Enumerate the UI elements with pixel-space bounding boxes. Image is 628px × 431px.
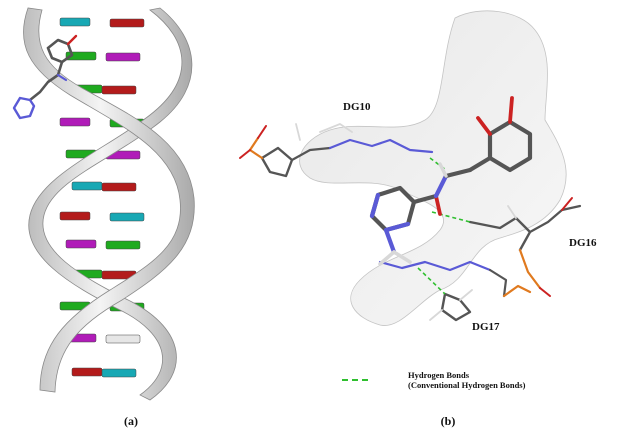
panel-b-caption: (b)	[441, 414, 456, 428]
base-right	[109, 212, 145, 222]
nucleotide-bond	[290, 146, 332, 162]
base-left	[71, 367, 103, 377]
base-right	[105, 52, 141, 62]
nucleotide-bond	[561, 197, 573, 211]
base-right	[105, 334, 141, 344]
docked-ligand	[369, 96, 533, 266]
nucleotide-bond	[257, 125, 267, 139]
base-right	[105, 240, 141, 250]
base-left	[65, 239, 97, 249]
residue-label-dg17: DG17	[472, 321, 500, 333]
nucleotide-bond	[260, 146, 294, 178]
base-left	[59, 211, 91, 221]
dna-helix-panel	[12, 7, 195, 401]
dna-backbone-ribbon-front	[23, 7, 195, 393]
molecular-surface	[299, 10, 567, 326]
nucleotide-bond	[502, 284, 532, 298]
nucleotide-bond	[295, 123, 301, 141]
nucleotide-stick-models	[239, 123, 582, 322]
nucleotide-bond	[459, 289, 473, 301]
legend: Hydrogen Bonds (Conventional Hydrogen Bo…	[342, 370, 526, 390]
nucleotide-bond	[328, 138, 434, 154]
nucleotide-bond	[378, 260, 492, 272]
dna-backbone-ribbon-back	[28, 7, 193, 401]
residue-label-dg10: DG10	[343, 101, 371, 113]
residue-label-dg16: DG16	[569, 237, 597, 249]
nucleotide-bond	[518, 248, 542, 290]
base-left	[59, 17, 91, 27]
nucleotide-bond	[528, 204, 582, 234]
base-left	[71, 181, 103, 191]
nucleotide-bond	[488, 268, 508, 298]
nucleotide-bond	[239, 149, 251, 159]
legend-line-1: Hydrogen Bonds	[408, 370, 470, 380]
nucleotide-bond	[248, 136, 264, 160]
docking-panel: DG10 DG16 DG17 Hydrogen Bonds (Conventio…	[239, 10, 597, 390]
base-right	[109, 18, 145, 28]
base-right	[101, 182, 137, 192]
legend-line-2: (Conventional Hydrogen Bonds)	[408, 380, 526, 390]
nucleotide-bond	[539, 287, 551, 297]
base-right	[101, 368, 137, 378]
panel-a-caption: (a)	[124, 414, 138, 428]
nucleotide-bond	[319, 123, 353, 133]
base-left	[65, 51, 97, 61]
helix-ligand	[12, 34, 78, 120]
h-bond-2	[417, 267, 446, 295]
base-left	[59, 117, 91, 127]
nucleotide-bond	[507, 205, 517, 219]
nucleotide-bond	[440, 292, 472, 322]
nucleotide-bond	[429, 309, 443, 321]
base-right	[101, 85, 137, 95]
